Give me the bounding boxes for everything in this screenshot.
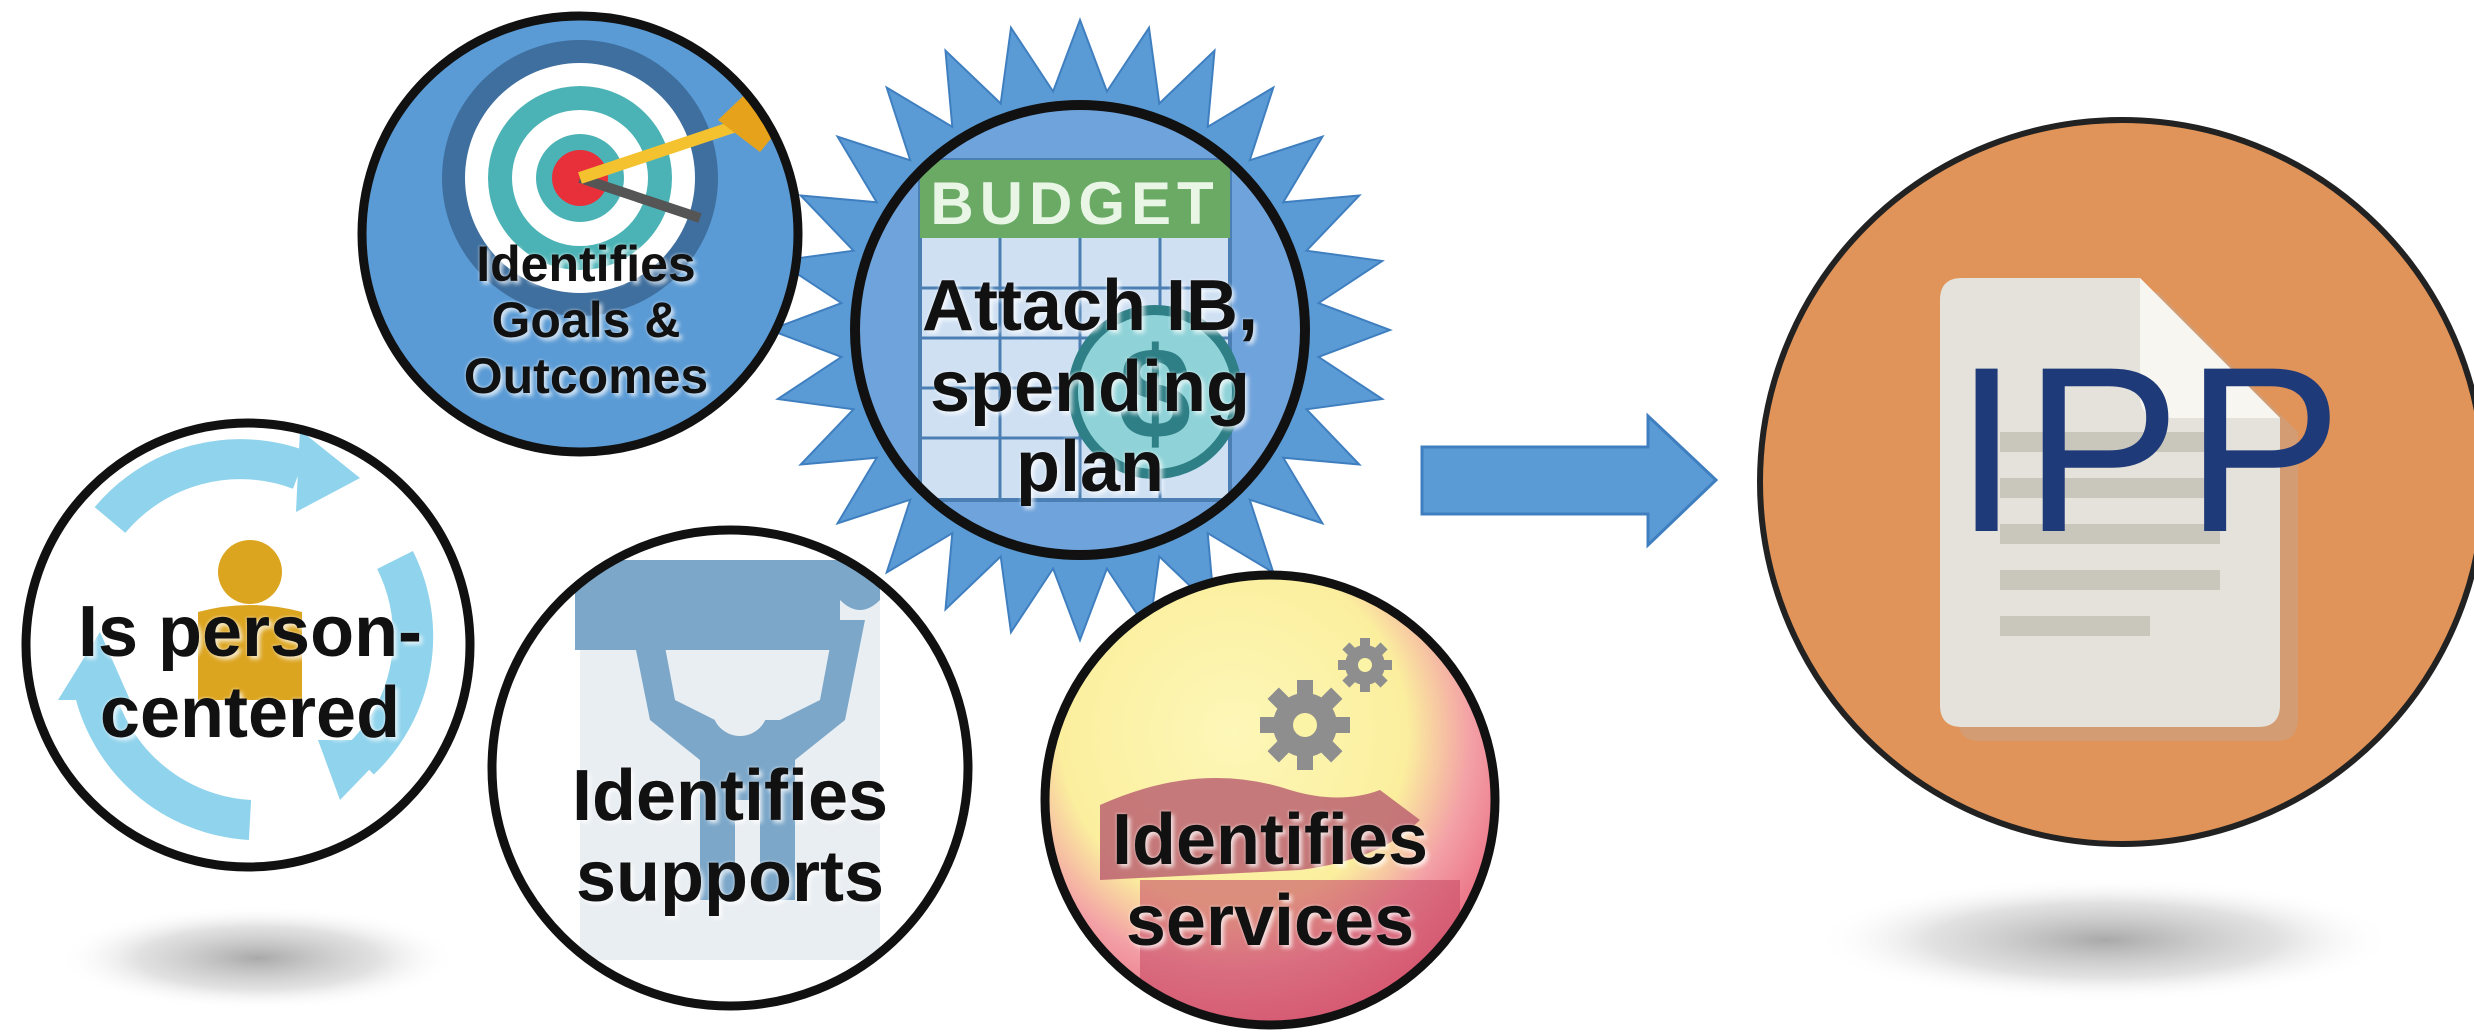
person-centered-label: Is person- centered [30,592,470,753]
flow-arrow [1420,412,1719,549]
goals-label-line-3: Outcomes [463,348,709,404]
person-holding-puzzle-icon [575,560,880,960]
budget-label-line-2: spending [930,346,1250,427]
supports-node [487,525,973,1011]
ipp-node [1757,117,2474,847]
document-icon [1940,278,2298,741]
ipp-label: IPP [1953,318,2347,582]
services-node [1040,570,1500,1030]
person-label-line-2: centered [99,672,401,753]
budget-icon-text: BUDGET [930,170,1219,237]
budget-label-line-1: Attach IB, [921,266,1259,346]
budget-label: Attach IB, spending plan [880,266,1300,508]
supports-label-line-2: supports [575,836,884,917]
budget-sheet-dollar-icon: $ BUDGET [918,158,1242,502]
person-node-shadow [58,906,458,1010]
goals-label-line-1: Identifies [476,236,696,292]
ipp-node-shadow [1815,878,2395,1002]
person-cycle-icon [58,430,434,840]
services-label-line-1: Identifies [1111,800,1429,880]
services-label-line-2: services [1125,880,1415,961]
budget-label-line-3: plan [1015,427,1164,508]
goals-node [357,11,803,457]
person-label-line-1: Is person- [77,592,423,672]
supports-label-line-1: Identifies [571,756,889,836]
goals-label-line-2: Goals & [491,292,681,348]
goals-label: Identifies Goals & Outcomes [436,236,736,404]
person-centered-node [21,418,475,872]
budget-node: $ BUDGET [850,100,1310,560]
target-arrow-icon [442,40,788,316]
supports-label: Identifies supports [530,756,930,917]
svg-text:$: $ [1119,320,1191,466]
services-label: Identifies services [1060,800,1480,961]
